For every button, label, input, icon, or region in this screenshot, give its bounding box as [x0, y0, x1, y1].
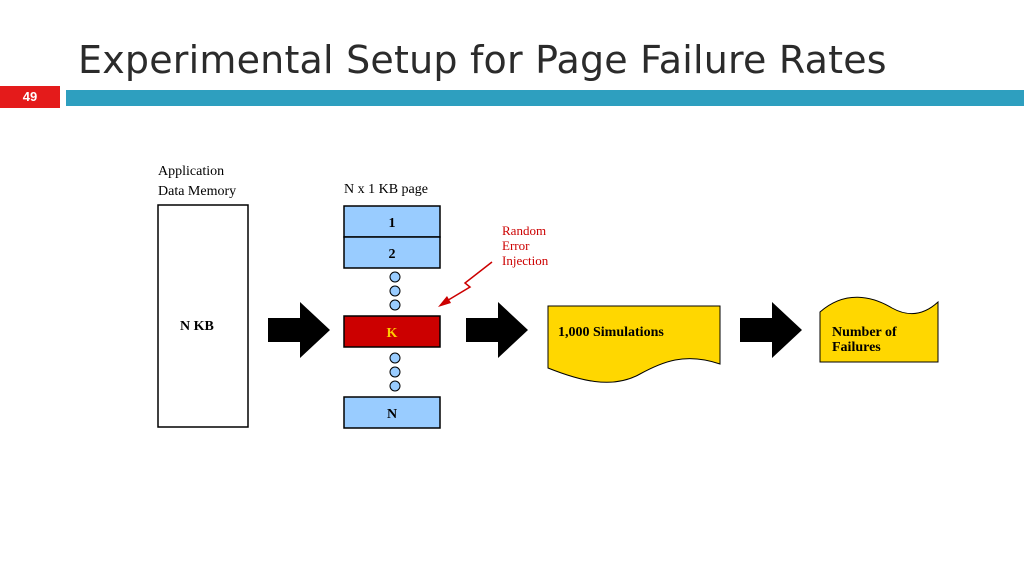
memory-label-line1: Application	[158, 164, 224, 179]
memory-label-line2: Data Memory	[158, 184, 236, 199]
flow-arrow-3	[740, 302, 802, 358]
memory-box-label: N KB	[180, 319, 214, 334]
failures-document-shape	[819, 296, 939, 363]
page-label: N x 1 KB page	[344, 182, 428, 197]
simulations-label: 1,000 Simulations	[558, 325, 664, 340]
upper-ellipsis-dots	[389, 271, 401, 311]
error-label-line2: Error	[502, 238, 530, 253]
page-2-label: 2	[389, 247, 396, 262]
page-n-label: N	[387, 407, 397, 422]
failures-label-line1: Number of	[832, 325, 897, 340]
page-1-label: 1	[389, 216, 396, 231]
page-k-label: K	[387, 326, 398, 341]
lightning-bolt-icon	[438, 261, 493, 307]
error-label-line1: Random	[502, 223, 546, 238]
page-n-box	[343, 396, 441, 429]
page-k-box	[343, 315, 441, 348]
lower-ellipsis-dots	[389, 352, 401, 392]
flow-arrow-1	[268, 302, 330, 358]
simulations-document-shape	[547, 305, 721, 383]
memory-box	[157, 204, 249, 428]
page-2-box	[343, 236, 441, 269]
page-1-box	[343, 205, 441, 238]
title-accent-bar	[66, 90, 1024, 106]
flow-arrow-2	[466, 302, 528, 358]
slide-number: 49	[0, 86, 60, 108]
failures-label-line2: Failures	[832, 340, 881, 355]
slide-title: Experimental Setup for Page Failure Rate…	[78, 38, 887, 82]
error-label-line3: Injection	[502, 253, 549, 268]
